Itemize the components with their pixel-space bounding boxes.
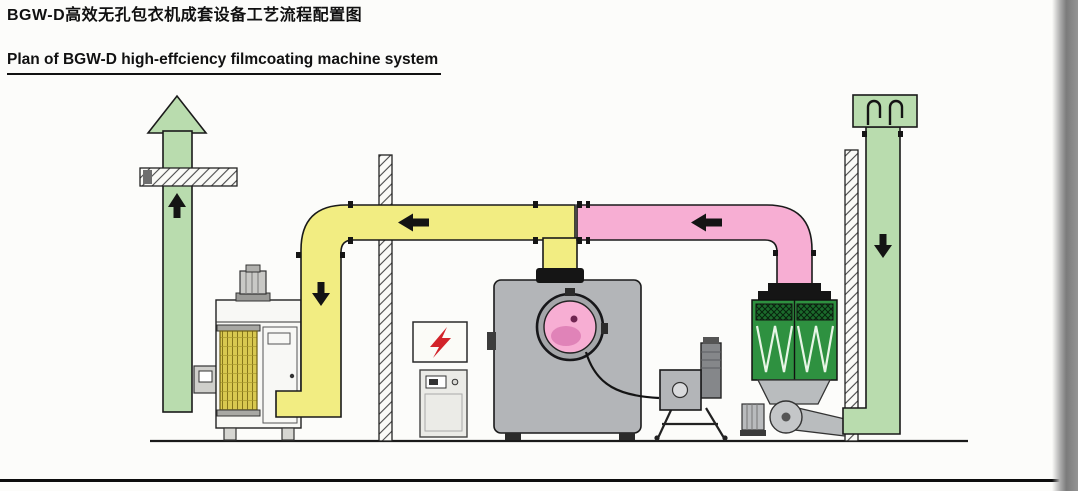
intake-box — [852, 94, 918, 128]
arrow-down-icon — [874, 234, 892, 258]
porthole-hinge — [565, 288, 575, 296]
bottom-rule — [0, 479, 1078, 482]
title-english: Plan of BGW-D high-effciency filmcoating… — [7, 51, 442, 75]
fan-motor-cap — [703, 337, 719, 344]
tablet-bed — [551, 326, 581, 346]
fan-wheel — [722, 435, 728, 441]
collector-leg — [223, 427, 237, 441]
exhaust-stack — [146, 94, 208, 413]
intake-hook-icon — [888, 99, 904, 125]
cabinet-door — [424, 393, 463, 432]
fan-inlet — [671, 381, 689, 399]
exchanger-flange — [758, 291, 831, 301]
pink-duct-run — [576, 204, 813, 286]
door-handle — [289, 373, 295, 379]
collector-motor — [239, 264, 267, 295]
arrow-left-icon — [398, 213, 429, 232]
filter-flange-top — [216, 324, 261, 332]
exchanger-flange — [768, 283, 821, 292]
beam-anchor — [143, 170, 152, 184]
control-cabinet — [419, 369, 468, 438]
fan-legs — [657, 407, 725, 439]
flange-ticks — [577, 201, 816, 256]
electric-panel — [412, 321, 468, 363]
arrow-down-icon — [312, 282, 330, 306]
collector-door — [262, 326, 298, 424]
machine-inlet-cap — [536, 268, 584, 283]
green-duct-right — [842, 94, 918, 435]
page-edge-shadow — [1052, 0, 1078, 491]
heating-coil — [796, 325, 835, 373]
air-intake-header — [852, 94, 918, 128]
flange-ticks — [296, 201, 538, 258]
collector-leg — [281, 427, 295, 441]
exchanger-blower-hub — [781, 412, 791, 422]
exchanger-filter — [755, 303, 793, 321]
intake-hook-icon — [866, 99, 882, 125]
lightning-icon — [430, 327, 451, 358]
title-chinese: BGW-D高效无孔包衣机成套设备工艺流程配置图 — [7, 7, 363, 24]
heating-coil — [755, 325, 794, 373]
porthole-handle — [601, 323, 608, 334]
fan-motor — [700, 342, 722, 399]
mobile-fan — [654, 337, 728, 441]
drain-hose — [584, 351, 660, 400]
header: BGW-D高效无孔包衣机成套设备工艺流程配置图 Plan of BGW-D hi… — [0, 0, 442, 75]
filter-flange-bottom — [216, 409, 261, 417]
fan-wheel — [654, 435, 660, 441]
coating-machine — [487, 279, 660, 440]
exchanger-filter — [796, 303, 834, 321]
support-column-left — [378, 154, 393, 442]
machine-foot — [619, 433, 635, 440]
exchanger-blower-motor — [740, 403, 766, 436]
machine-side-tab — [487, 332, 496, 350]
collector-door-panel — [267, 332, 291, 345]
cabinet-display-screen — [429, 379, 438, 385]
heat-exchanger — [740, 283, 846, 437]
yellow-duct-run — [275, 204, 576, 418]
pink-duct — [576, 201, 816, 286]
arrow-up-icon — [168, 193, 186, 218]
exchanger-hopper — [756, 379, 832, 405]
yellow-duct-drop — [542, 237, 578, 273]
filter-cartridge — [219, 330, 258, 412]
machine-foot — [505, 433, 521, 440]
flange-ticks — [862, 131, 903, 137]
spray-gun — [570, 315, 578, 323]
exchanger-outlet — [794, 407, 846, 437]
exhaust-arrow-head — [146, 94, 208, 134]
cabinet-knob — [451, 378, 459, 386]
support-column-right — [844, 149, 859, 442]
yellow-duct — [275, 201, 584, 418]
arrow-left-icon — [691, 213, 722, 232]
junction-box-window — [198, 370, 213, 383]
building-beam — [139, 167, 238, 187]
